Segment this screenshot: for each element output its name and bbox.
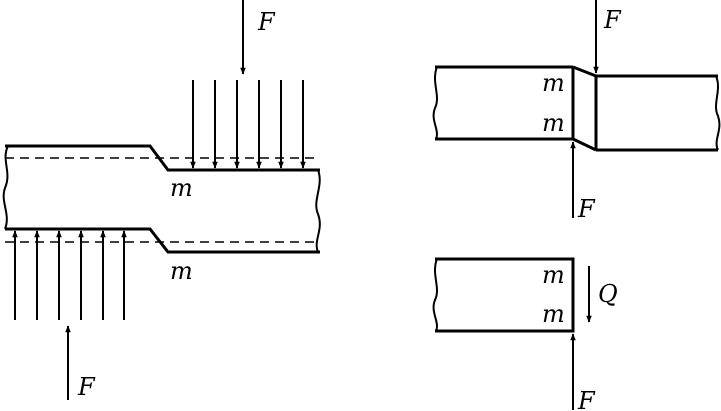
shear-force-label-bottom: F <box>577 195 596 223</box>
bottom-distributed-load <box>12 230 127 320</box>
free-body-edges <box>435 257 575 333</box>
free-body-section-label-top: m <box>542 261 565 289</box>
section-label-bottom: m <box>170 257 193 285</box>
force-label-bottom: F <box>77 373 96 401</box>
shear-q-label: Q <box>598 280 618 308</box>
free-body-break <box>432 258 438 332</box>
right-block-edges <box>596 74 718 152</box>
right-break-line <box>315 169 321 253</box>
left-block-edges <box>435 65 573 141</box>
sheared-section-label-bottom: m <box>542 109 565 137</box>
top-distributed-load <box>190 80 306 169</box>
left-block-break <box>432 66 438 140</box>
right-block-break <box>715 75 721 151</box>
sheared-member <box>432 65 721 152</box>
free-body-section-label-bottom: m <box>542 300 565 328</box>
sheared-slice <box>572 65 597 152</box>
shear-force-label-top: F <box>603 6 622 34</box>
main-member-bottom-edge <box>5 227 320 254</box>
section-label-top: m <box>170 174 193 202</box>
free-body <box>432 257 575 333</box>
sheared-section-label-top: m <box>542 69 565 97</box>
main-member <box>2 144 321 254</box>
free-body-force-label: F <box>577 387 596 411</box>
force-label-top: F <box>257 8 276 36</box>
